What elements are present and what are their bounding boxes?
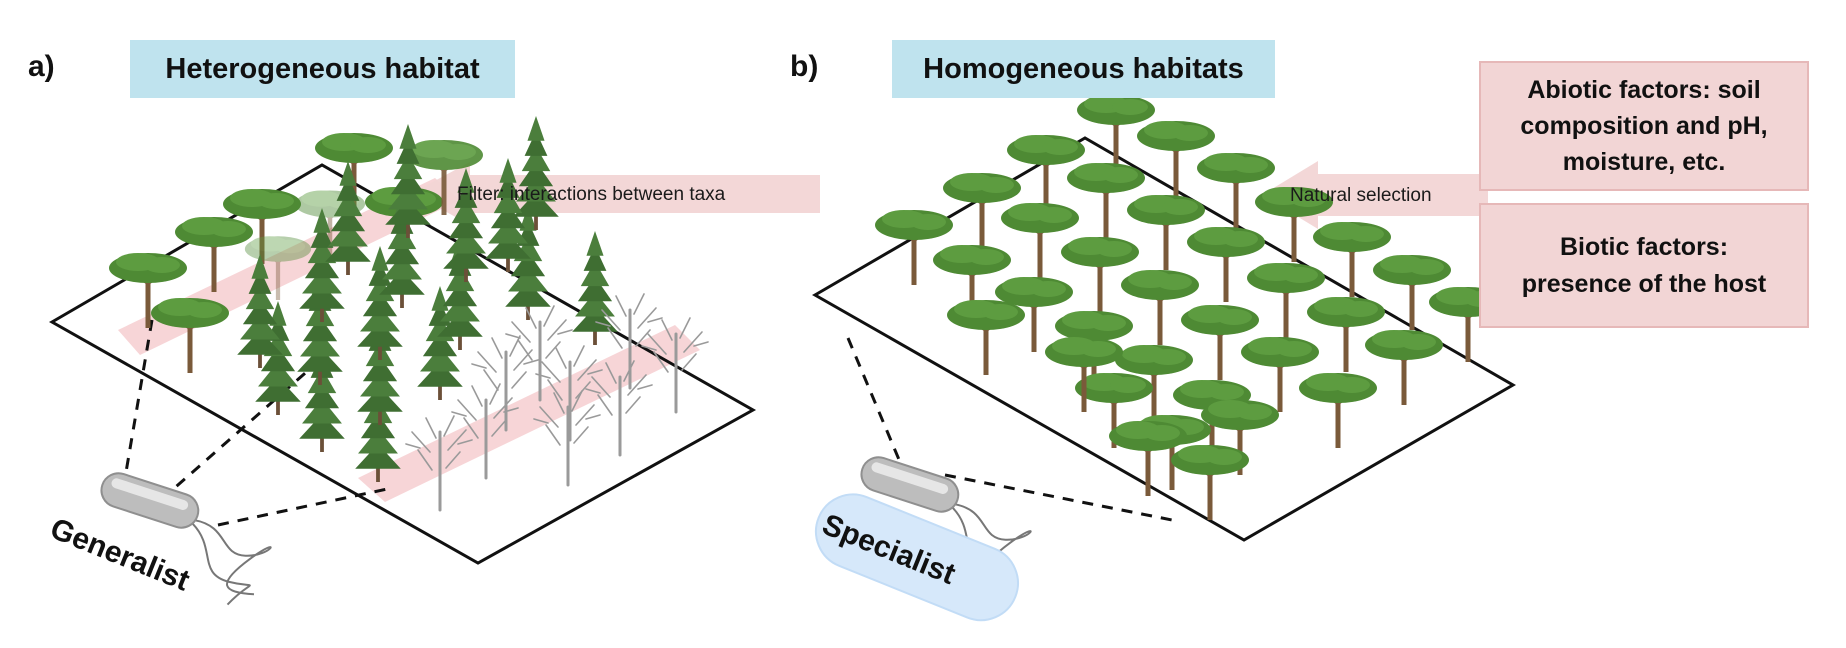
trees-layer	[109, 95, 1507, 520]
abiotic-factors-box: Abiotic factors: soil composition and pH…	[1479, 61, 1809, 191]
panel-a-letter: a)	[28, 50, 55, 83]
conifer-icon	[385, 124, 431, 238]
conifer-icon	[572, 231, 618, 345]
umbrella-pine-icon	[1299, 373, 1377, 448]
umbrella-pine-icon	[995, 277, 1073, 352]
umbrella-pine-icon	[175, 217, 253, 292]
umbrella-pine-icon	[1241, 337, 1319, 412]
umbrella-pine-icon	[1077, 95, 1155, 170]
umbrella-pine-icon	[1187, 227, 1265, 302]
dashed-links-b	[846, 337, 1173, 522]
umbrella-pine-icon	[1075, 373, 1153, 448]
panel-a-title: Heterogeneous habitat	[130, 40, 515, 98]
abiotic-line-1: Abiotic factors: soil	[1527, 75, 1761, 104]
abiotic-line-2: composition and pH,	[1520, 111, 1768, 140]
umbrella-pine-icon	[1255, 187, 1333, 262]
microbes-layer	[100, 456, 1032, 606]
umbrella-pine-icon	[1109, 421, 1187, 496]
umbrella-pine-icon	[943, 173, 1021, 248]
umbrella-pine-icon	[933, 245, 1011, 320]
umbrella-pine-icon	[1201, 400, 1279, 475]
biotic-factors-box: Biotic factors: presence of the host	[1479, 203, 1809, 328]
bare-tree-icon	[641, 317, 709, 414]
umbrella-pine-icon	[223, 189, 301, 264]
umbrella-pine-icon	[1045, 337, 1123, 412]
umbrella-pine-icon	[1127, 195, 1205, 270]
dashed-links-a	[123, 319, 393, 527]
conifer-icon	[237, 254, 283, 368]
umbrella-pine-icon	[875, 210, 953, 285]
umbrella-pine-icon	[1067, 163, 1145, 238]
panel-b-title: Homogeneous habitats	[892, 40, 1275, 98]
bare-tree-icon	[505, 305, 573, 402]
bare-tree-icon	[451, 383, 519, 480]
umbrella-pine-icon	[109, 253, 187, 328]
abiotic-line-3: moisture, etc.	[1562, 148, 1726, 177]
bare-tree-icon	[533, 390, 601, 487]
filter-arrow-label: Filter: interactions between taxa	[457, 184, 726, 205]
umbrella-pine-icon	[1061, 237, 1139, 312]
umbrella-pine-icon	[405, 140, 483, 215]
umbrella-pine-icon	[1181, 305, 1259, 380]
bare-tree-icon	[405, 415, 473, 512]
conifer-icon	[437, 236, 483, 350]
conifer-icon	[379, 194, 425, 308]
umbrella-pine-icon	[1373, 255, 1451, 330]
umbrella-pine-icon	[1365, 330, 1443, 405]
plot-heterogeneous	[48, 163, 757, 565]
biotic-line-1: Biotic factors:	[1559, 233, 1729, 262]
umbrella-pine-icon	[1313, 222, 1391, 297]
bare-tree-icon	[595, 293, 663, 390]
umbrella-pine-icon	[1307, 297, 1385, 372]
umbrella-pine-icon	[1001, 203, 1079, 278]
umbrella-pine-icon	[1197, 153, 1275, 228]
umbrella-pine-icon	[1007, 135, 1085, 210]
umbrella-pine-icon	[1121, 270, 1199, 345]
bare-tree-icon	[535, 345, 603, 442]
filter-band-lower	[358, 325, 700, 502]
umbrella-pine-icon	[151, 298, 229, 373]
umbrella-pine-icon	[947, 300, 1025, 375]
umbrella-pine-icon	[1115, 345, 1193, 420]
umbrella-pine-icon	[1247, 263, 1325, 338]
umbrella-pine-icon	[1137, 121, 1215, 196]
bacterium-icon	[100, 472, 272, 606]
conifer-icon	[513, 116, 559, 230]
panel-b-letter: b)	[790, 50, 819, 83]
conifer-icon	[299, 208, 345, 322]
umbrella-pine-icon	[244, 236, 312, 300]
conifer-icon	[357, 246, 403, 360]
selection-arrow-label: Natural selection	[1290, 185, 1432, 206]
conifer-icon	[325, 161, 371, 275]
biotic-line-2: presence of the host	[1521, 269, 1767, 298]
conifer-icon	[485, 158, 531, 272]
umbrella-pine-icon	[1171, 445, 1249, 520]
conifer-icon	[443, 168, 489, 282]
